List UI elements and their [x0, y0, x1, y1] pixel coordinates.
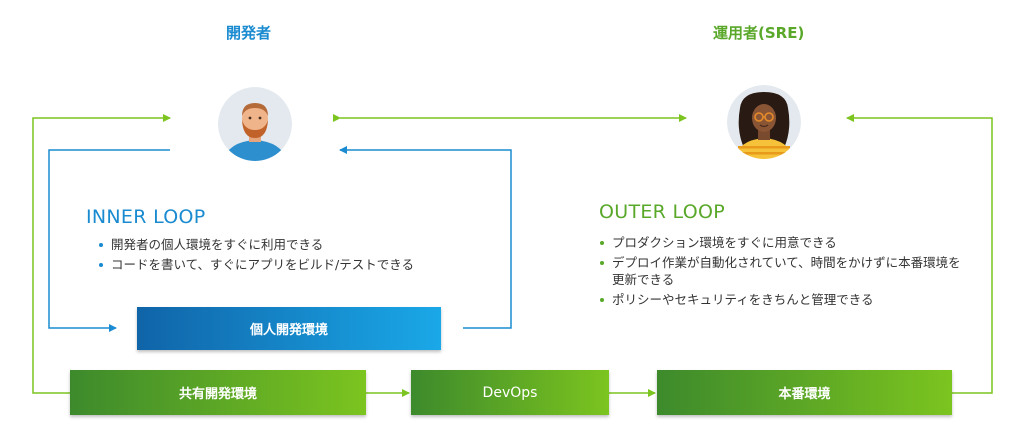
devops-box: DevOps	[411, 370, 609, 415]
blue-arrow-developer-to-personal	[48, 149, 170, 332]
inner-loop-bullet: コードを書いて、すぐにアプリをビルド/テストできる	[97, 256, 497, 273]
green-arrow-production-to-operator	[846, 114, 993, 394]
outer-loop-bullet: プロダクション環境をすぐに用意できる	[598, 234, 970, 251]
inner-loop-title: INNER LOOP	[86, 206, 206, 228]
inner-loop-bullets: 開発者の個人環境をすぐに利用できる コードを書いて、すぐにアプリをビルド/テスト…	[97, 236, 497, 276]
production-env-box: 本番環境	[657, 370, 952, 415]
developer-label: 開発者	[226, 24, 272, 42]
outer-loop-bullet: デプロイ作業が自動化されていて、時間をかけずに本番環境を更新できる	[598, 254, 970, 288]
green-arrow-shared-to-developer	[32, 114, 171, 394]
outer-loop-bullets: プロダクション環境をすぐに用意できる デプロイ作業が自動化されていて、時間をかけ…	[598, 234, 970, 311]
inner-loop-bullet: 開発者の個人環境をすぐに利用できる	[97, 236, 497, 253]
shared-dev-env-box: 共有開発環境	[70, 370, 366, 415]
operator-label: 運用者(SRE)	[713, 24, 805, 42]
blue-arrow-personal-to-developer	[339, 146, 512, 329]
outer-loop-bullet: ポリシーやセキュリティをきちんと管理できる	[598, 291, 970, 308]
operator-avatar	[727, 85, 801, 159]
developer-avatar	[218, 87, 292, 161]
outer-loop-title: OUTER LOOP	[599, 201, 725, 223]
personal-dev-env-box: 個人開発環境	[137, 307, 441, 350]
